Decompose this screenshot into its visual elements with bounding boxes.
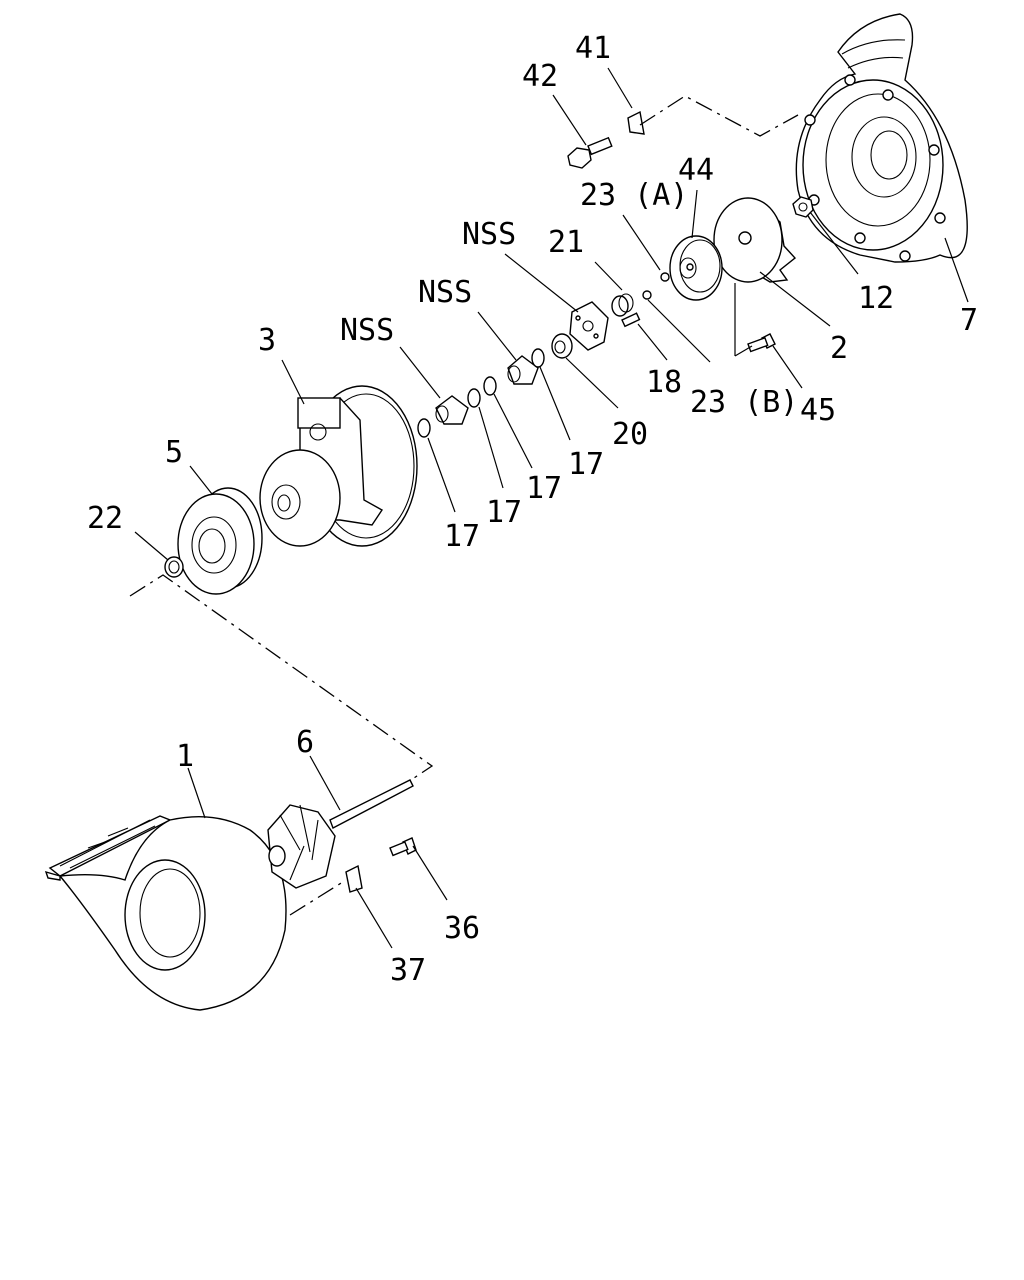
turbine-wheel-shaft xyxy=(267,779,414,889)
callout-nss-bushing1: NSS xyxy=(340,313,394,348)
thrust-plate xyxy=(569,301,609,351)
callout-21: 21 xyxy=(548,225,584,260)
snap-ring-17a xyxy=(417,418,431,438)
washer-23a xyxy=(660,272,670,282)
compressor-wheel xyxy=(713,197,797,283)
callout-17a: 17 xyxy=(444,519,480,554)
alignment-line-top xyxy=(639,95,799,137)
snap-ring-17d xyxy=(531,348,545,368)
callout-6: 6 xyxy=(296,725,314,760)
alignment-line-middle xyxy=(129,574,434,779)
pin-18 xyxy=(621,312,641,328)
callout-20: 20 xyxy=(612,417,648,452)
callout-42: 42 xyxy=(522,59,558,94)
callout-18: 18 xyxy=(646,365,682,400)
bearing-housing xyxy=(259,385,418,547)
nut xyxy=(792,196,814,218)
callout-45: 45 xyxy=(800,393,836,428)
snap-ring-17b xyxy=(467,388,481,408)
callout-44: 44 xyxy=(678,153,714,188)
compressor-housing xyxy=(795,13,968,263)
callout-1: 1 xyxy=(176,739,194,774)
ring-20 xyxy=(551,333,573,359)
bolt-42 xyxy=(567,136,613,169)
callout-17b: 17 xyxy=(486,495,522,530)
bearing-bushing-2 xyxy=(507,355,539,385)
turbine-housing xyxy=(44,815,287,1011)
callout-nss-bushing2: NSS xyxy=(418,275,472,310)
callout-12: 12 xyxy=(858,281,894,316)
callout-2: 2 xyxy=(830,331,848,366)
bearing-bushing-1 xyxy=(435,395,469,425)
callout-7: 7 xyxy=(960,303,978,338)
lock-plate-37 xyxy=(345,864,363,893)
screw-36 xyxy=(389,837,417,857)
callout-22: 22 xyxy=(87,501,123,536)
back-plate xyxy=(177,487,263,595)
leader-lines xyxy=(134,67,969,949)
screw-45 xyxy=(747,333,776,353)
snap-ring-17c xyxy=(483,376,497,396)
thrust-collar xyxy=(611,293,634,317)
callout-36: 36 xyxy=(444,911,480,946)
callout-17c: 17 xyxy=(526,471,562,506)
callout-23a: 23 (A) xyxy=(580,178,688,213)
callout-nss-plate: NSS xyxy=(462,217,516,252)
lock-plate-41 xyxy=(627,110,645,135)
seal-plate xyxy=(669,235,723,301)
callout-23b: 23 (B) xyxy=(690,385,798,420)
callout-3: 3 xyxy=(258,323,276,358)
alignment-line-bottom xyxy=(289,879,347,916)
callout-5: 5 xyxy=(165,435,183,470)
callout-41: 41 xyxy=(575,31,611,66)
callout-17d: 17 xyxy=(568,447,604,482)
callout-37: 37 xyxy=(390,953,426,988)
washer-22 xyxy=(164,556,184,578)
washer-23b xyxy=(642,290,652,300)
